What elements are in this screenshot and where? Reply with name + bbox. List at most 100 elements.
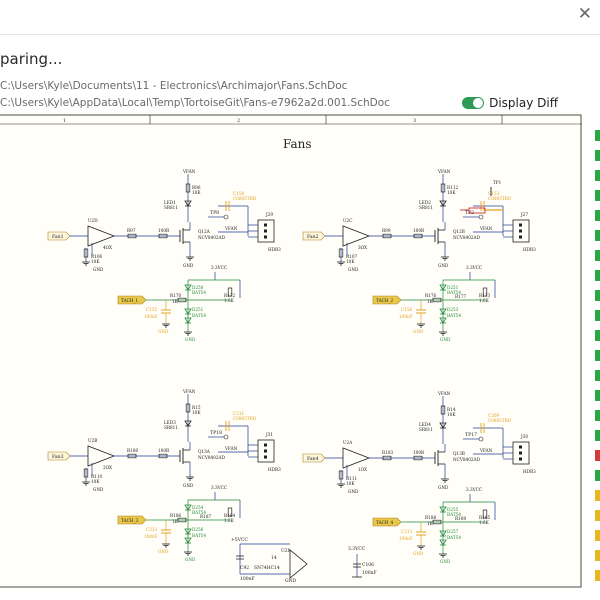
- power-label: +5VCC: [231, 537, 248, 543]
- part-label: U2A: [343, 440, 353, 445]
- diff-marker[interactable]: [595, 430, 600, 441]
- part-value: 100nF: [362, 570, 377, 576]
- diff-marker[interactable]: [595, 230, 600, 241]
- part-label: R180: [127, 448, 138, 453]
- part-label: C0805TRD: [233, 196, 257, 201]
- diff-marker[interactable]: [595, 210, 600, 221]
- test-point-icon: [478, 436, 484, 442]
- diff-marker[interactable]: [595, 570, 600, 581]
- part-label: D254: [192, 505, 204, 510]
- part-label: D250: [192, 285, 204, 290]
- part-label: R184: [224, 513, 235, 518]
- part-label: GND: [413, 329, 424, 334]
- net-label-tach[interactable]: [117, 295, 147, 305]
- resistor: [227, 507, 233, 517]
- net-label-input[interactable]: [47, 231, 71, 241]
- part-label: D256: [192, 527, 204, 532]
- diff-marker[interactable]: [595, 530, 600, 541]
- connector-pin: [264, 455, 267, 459]
- part-ref: C106: [362, 562, 374, 568]
- connector-pin: [519, 451, 522, 455]
- display-diff-toggle[interactable]: Display Diff: [462, 96, 558, 110]
- part-label: J29: [265, 212, 273, 217]
- part-label: 3.3VCC: [211, 265, 227, 270]
- close-icon[interactable]: ✕: [577, 4, 592, 24]
- part-label: GND: [348, 489, 359, 494]
- part-label: BAT54: [192, 510, 206, 515]
- diff-marker[interactable]: [595, 310, 600, 321]
- diff-marker[interactable]: [595, 370, 600, 381]
- net-label-tach[interactable]: [372, 295, 402, 305]
- resistor: [482, 509, 488, 519]
- diff-marker[interactable]: [595, 270, 600, 281]
- resistor: [440, 405, 446, 415]
- page-title: paring...: [0, 50, 63, 68]
- part-label: R187: [200, 514, 211, 519]
- part-label: R183: [382, 450, 393, 455]
- part-label: LED1: [164, 200, 176, 205]
- diode: [184, 200, 192, 207]
- diode: [439, 308, 447, 315]
- part-label: 10K: [91, 479, 100, 484]
- net-label-tach[interactable]: [372, 517, 402, 527]
- toggle-knob: [473, 98, 484, 108]
- diff-marker[interactable]: [595, 190, 600, 201]
- diode: [184, 420, 192, 427]
- part-label: 1K: [172, 519, 179, 524]
- part-label: BAT54: [447, 512, 461, 517]
- diff-marker[interactable]: [595, 550, 600, 561]
- diff-marker[interactable]: [595, 390, 600, 401]
- part-label: D255: [447, 507, 459, 512]
- net-label-tach[interactable]: [117, 515, 147, 525]
- part-label: GND: [93, 487, 104, 492]
- part-label: R176: [425, 293, 436, 298]
- part-label: R14: [447, 407, 456, 412]
- diff-marker[interactable]: [595, 250, 600, 261]
- part-label: R170: [170, 293, 181, 298]
- opamp: [87, 225, 116, 247]
- part-label: 4OX: [103, 245, 112, 250]
- toggle-switch[interactable]: [462, 97, 485, 109]
- diff-marker[interactable]: [595, 170, 600, 181]
- diff-marker[interactable]: [595, 450, 600, 461]
- part-label: SR811: [419, 205, 433, 210]
- bottom-parts: +5VCC C92 100nF SN74HC14 U28 14 GND 3.3V…: [231, 537, 377, 584]
- zone-label: 3: [413, 118, 416, 124]
- part-label: GND: [348, 267, 359, 272]
- part-label: VFAN: [182, 169, 196, 174]
- diff-marker[interactable]: [595, 150, 600, 161]
- part-label: NCV8402AD: [198, 235, 226, 240]
- part-label: GND: [413, 551, 424, 556]
- diff-marker[interactable]: [595, 410, 600, 421]
- diff-marker[interactable]: [595, 510, 600, 521]
- diff-marker[interactable]: [595, 290, 600, 301]
- connector-pin: [519, 457, 522, 461]
- diff-marker[interactable]: [595, 350, 600, 361]
- diff-marker[interactable]: [595, 490, 600, 501]
- part-label: 10K: [91, 259, 100, 264]
- part-label: D251: [192, 307, 204, 312]
- resistor: [413, 455, 423, 461]
- part-label: 10K: [447, 412, 456, 417]
- part-label: 10K: [192, 410, 201, 415]
- resistor: [185, 183, 191, 193]
- opamp: [87, 445, 116, 467]
- net-label-input[interactable]: [302, 231, 326, 241]
- file-path-2: C:\Users\Kyle\AppData\Local\Temp\Tortois…: [0, 97, 390, 109]
- part-label: 10K: [192, 190, 201, 195]
- part-label: LED2: [419, 200, 431, 205]
- diff-marker[interactable]: [595, 330, 600, 341]
- diff-marker[interactable]: [595, 470, 600, 481]
- part-label: SR811: [164, 205, 178, 210]
- diff-marker[interactable]: [595, 130, 600, 141]
- part-label: R112: [447, 185, 458, 190]
- part-label: U2D: [88, 218, 98, 223]
- net-label-input[interactable]: [47, 451, 71, 461]
- net-label-input[interactable]: [302, 453, 326, 463]
